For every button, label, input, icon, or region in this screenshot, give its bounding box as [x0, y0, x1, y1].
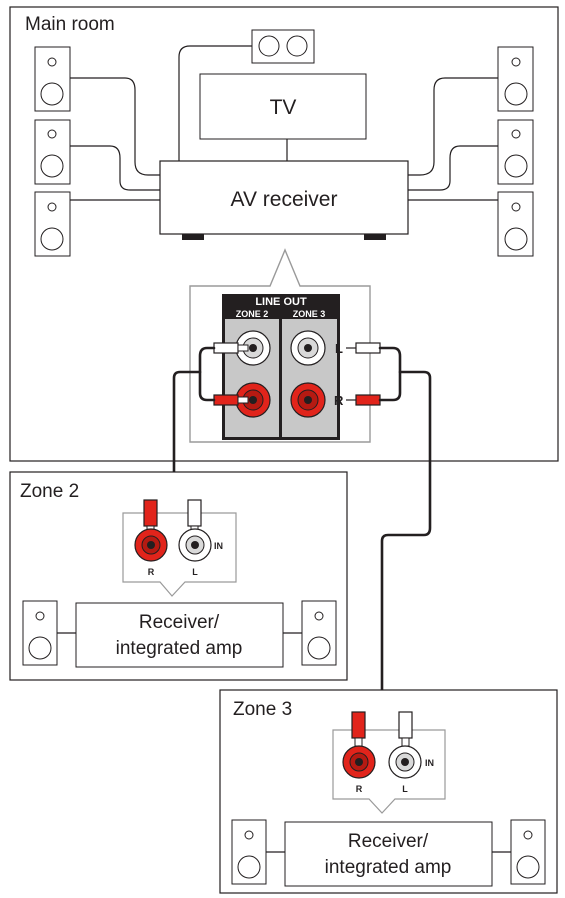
- zone2-in-label: IN: [214, 541, 223, 551]
- zone3-amp-line1: Receiver/: [348, 831, 429, 852]
- zone2-room: Zone 2 IN R L: [9, 471, 348, 681]
- zone2-r-label: R: [148, 567, 155, 577]
- tv-label: TV: [270, 96, 297, 119]
- zone2-white-plug: [213, 342, 249, 354]
- back-left-speaker-icon: [34, 191, 71, 257]
- zone2-red-plug: [213, 394, 249, 406]
- zone3-input-white-plug: [398, 711, 413, 747]
- zone2-input-r-jack: [134, 528, 168, 562]
- zone2-l-label: L: [192, 567, 198, 577]
- zone3-input-red-plug: [351, 711, 366, 747]
- tv-box: [199, 73, 367, 140]
- back-right-speaker-icon: [497, 191, 534, 257]
- zone3-in-label: IN: [425, 758, 434, 768]
- zone2-column-label: ZONE 2: [236, 309, 269, 319]
- zone2-amp-line1: Receiver/: [139, 612, 220, 633]
- av-receiver-label: AV receiver: [231, 188, 338, 211]
- main-room-title: Main room: [25, 14, 115, 35]
- zone2-input-l-jack: [178, 528, 212, 562]
- av-receiver-box: [159, 160, 409, 235]
- zone3-input-l-jack: [388, 745, 422, 779]
- zone2-right-jack: [235, 382, 271, 418]
- zone3-room: Zone 3 IN R L Receiver/: [219, 689, 558, 894]
- right-channel-mark: R: [334, 393, 344, 408]
- receiver-foot-left: [182, 234, 204, 240]
- zone3-amp-line2: integrated amp: [325, 857, 452, 878]
- main-room-speaker-wires: [70, 45, 498, 201]
- zone3-l-label: L: [402, 784, 408, 794]
- zone3-left-speaker-icon: [231, 819, 267, 885]
- front-left-speaker-icon: [34, 46, 71, 112]
- front-right-speaker-icon: [497, 46, 534, 112]
- zone3-right-jack: [290, 382, 326, 418]
- center-speaker-icon: [251, 29, 315, 64]
- zone3-input-r-jack: [342, 745, 376, 779]
- zone3-r-label: R: [356, 784, 363, 794]
- main-room: Main room TV AV receiver: [9, 6, 559, 462]
- zone3-right-speaker-icon: [510, 819, 546, 885]
- left-channel-mark: L: [335, 341, 343, 356]
- zone2-right-speaker-icon: [301, 600, 337, 666]
- zone2-title: Zone 2: [20, 481, 79, 502]
- surround-left-speaker-icon: [34, 119, 71, 185]
- line-out-header: LINE OUT: [255, 296, 307, 308]
- zone3-left-jack: [290, 330, 326, 366]
- zone3-amp-box: [284, 821, 493, 887]
- zone2-amp-line2: integrated amp: [116, 638, 243, 659]
- line-out-callout: LINE OUT ZONE 2 ZONE 3: [189, 248, 381, 443]
- zone2-left-speaker-icon: [22, 600, 58, 666]
- surround-right-speaker-icon: [497, 119, 534, 185]
- zone3-title: Zone 3: [233, 699, 292, 720]
- zone3-column-label: ZONE 3: [293, 309, 326, 319]
- zone2-amp-box: [75, 602, 284, 668]
- receiver-foot-right: [364, 234, 386, 240]
